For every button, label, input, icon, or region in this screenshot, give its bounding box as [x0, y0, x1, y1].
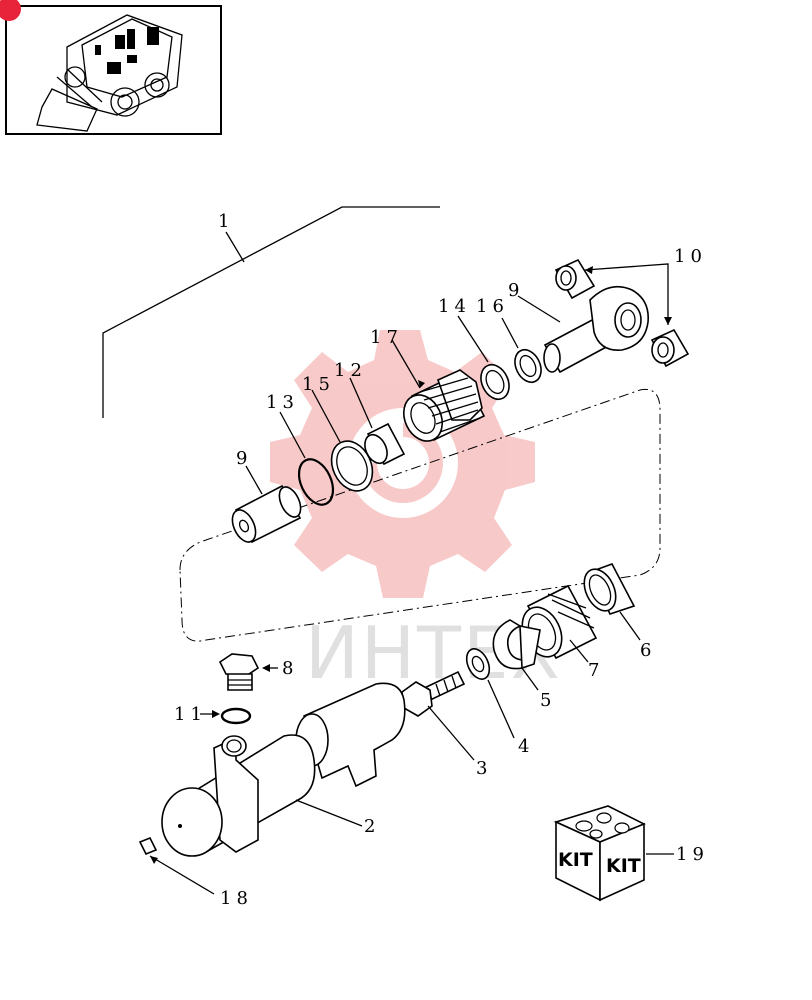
callout-13: 13 — [266, 392, 299, 413]
callout-8: 8 — [282, 658, 298, 679]
cylinder-barrel-part — [138, 682, 406, 857]
callout-5: 5 — [540, 690, 556, 711]
leader-7 — [569, 639, 589, 663]
bushing-part — [554, 258, 690, 368]
callout-18: 18 — [220, 888, 253, 909]
leader-13 — [279, 411, 306, 459]
leader-18 — [149, 855, 215, 895]
callout-17: 17 — [370, 327, 403, 348]
callout-9-top: 9 — [508, 280, 524, 301]
callout-7: 7 — [588, 660, 604, 681]
leader-17 — [391, 339, 421, 389]
callout-11: 11 — [174, 704, 207, 725]
piston-seal-part — [330, 440, 374, 492]
ring-part-6 — [583, 563, 636, 615]
assembly-bracket — [102, 206, 440, 418]
callout-6: 6 — [640, 640, 656, 661]
wiper-seal-part — [514, 348, 542, 384]
callout-16: 16 — [476, 296, 509, 317]
callout-9-lower: 9 — [236, 448, 252, 469]
kit-label-right: KIT — [606, 855, 641, 877]
callout-10: 10 — [674, 246, 707, 267]
skid-steer-loader-icon — [36, 14, 183, 132]
leader-16 — [501, 317, 519, 349]
leader-3 — [427, 705, 475, 761]
o-ring-part — [297, 458, 335, 506]
callout-12: 12 — [334, 360, 367, 381]
leader-14 — [457, 315, 489, 363]
callout-14: 14 — [438, 296, 471, 317]
leader-6 — [619, 611, 641, 641]
washer-part — [465, 648, 491, 680]
leader-4 — [487, 679, 515, 739]
callout-1: 1 — [218, 211, 234, 232]
kit-label-left: KIT — [558, 849, 593, 871]
plug-part — [218, 653, 260, 691]
callout-2: 2 — [364, 816, 380, 837]
gland-part — [402, 369, 486, 442]
piston-part — [231, 484, 302, 544]
leader-5 — [521, 667, 539, 691]
bolt-part — [401, 670, 466, 717]
leader-15 — [311, 389, 341, 443]
leader-12 — [349, 377, 373, 429]
callout-15: 15 — [302, 374, 335, 395]
leader-1 — [225, 231, 245, 263]
subassembly-boundary — [179, 388, 661, 642]
callout-4: 4 — [518, 736, 534, 757]
leader-9a — [517, 295, 561, 323]
leader-9b — [245, 465, 263, 495]
split-ring-part — [492, 619, 541, 670]
leader-2 — [295, 799, 363, 827]
rod-eye-part — [543, 285, 649, 374]
seal-ring-part — [220, 707, 252, 725]
leader-10 — [584, 263, 669, 325]
kit-box-icon: KIT KIT — [553, 805, 646, 902]
backup-ring-part — [364, 422, 406, 466]
badge-marker — [0, 0, 21, 21]
overview-thumbnail — [0, 0, 222, 135]
callout-3: 3 — [476, 758, 492, 779]
rod-seal-part — [480, 363, 510, 401]
callout-19: 19 — [676, 844, 709, 865]
